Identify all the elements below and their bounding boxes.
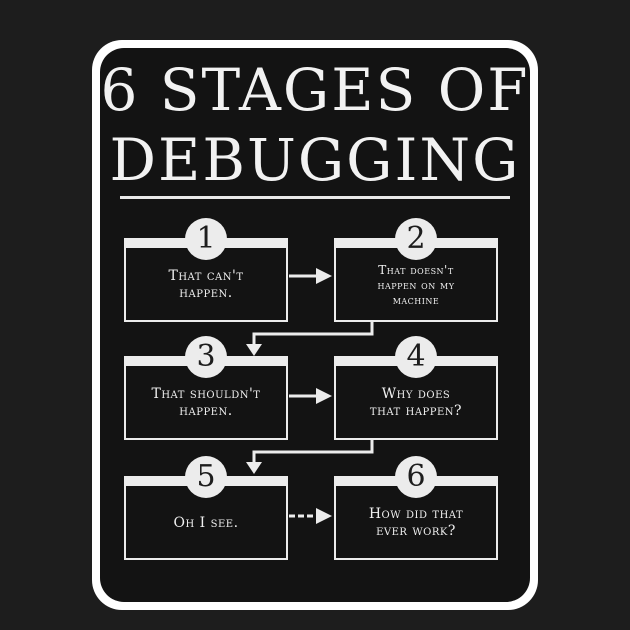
stage-4-text: Why does that happen? <box>369 386 463 419</box>
stage-6-text: How did that ever work? <box>368 506 464 539</box>
title-line-1: 6 STAGES OF <box>100 56 530 124</box>
arrow-3-to-4 <box>289 388 332 404</box>
title-line-2: DEBUGGING <box>109 126 521 194</box>
stage-3-number-badge: 3 <box>185 336 227 378</box>
stage-3-text: That shouldn't happen. <box>151 386 261 419</box>
arrow-5-to-6 <box>289 508 332 524</box>
arrow-1-to-2 <box>289 268 332 284</box>
stage-6-number-badge: 6 <box>395 456 437 498</box>
stage-5-number-badge: 5 <box>185 456 227 498</box>
arrow-4-to-5 <box>246 438 374 474</box>
stage-2-number-badge: 2 <box>395 218 437 260</box>
stage-1-text: That can't happen. <box>168 268 244 301</box>
stage-5-text: Oh I see. <box>173 514 239 531</box>
arrow-2-to-3 <box>246 320 374 356</box>
stage-2-text: That doesn't happen on my machine <box>377 262 455 307</box>
title-divider <box>120 196 510 199</box>
stage-4-number-badge: 4 <box>395 336 437 378</box>
stage-1-number-badge: 1 <box>185 218 227 260</box>
